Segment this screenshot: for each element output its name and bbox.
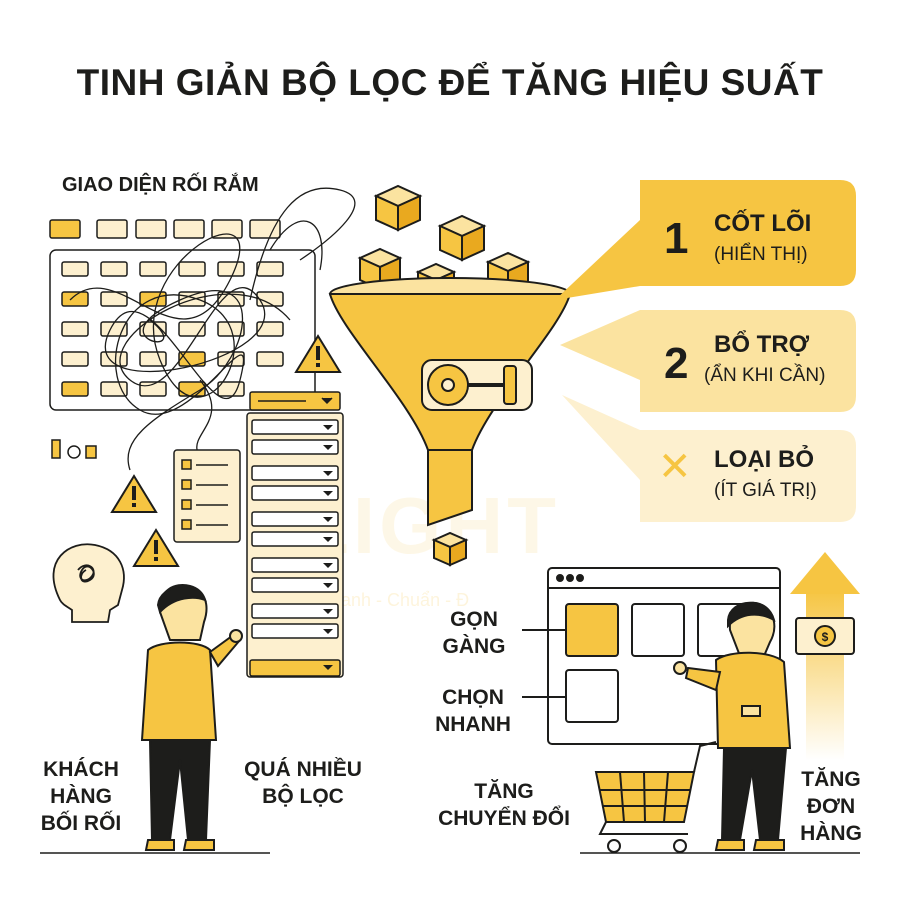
tidy-label: GỌN GÀNG [442, 608, 506, 658]
shopping-cart-icon [594, 741, 717, 853]
panel-core-number: 1 [664, 214, 689, 263]
panel-support-number: 2 [664, 339, 689, 388]
too-many-filters-label: QUÁ NHIỀU BỘ LỌC [244, 758, 362, 808]
checklist-card [173, 449, 241, 543]
dollar-sign-icon: $ [822, 630, 829, 644]
confused-customer-figure [140, 584, 243, 851]
panel-support-subtitle: (ẨN KHI CẦN) [704, 365, 826, 386]
orders-label: TĂNG ĐƠN HÀNG [800, 768, 862, 845]
happy-customer-figure [673, 601, 792, 851]
priority-panels [555, 180, 856, 522]
panel-support-title: BỔ TRỢ [714, 331, 810, 358]
panel-core: 1 CỐT LÕI (HIỂN THỊ) [650, 198, 850, 278]
panel-core-title: CỐT LÕI [714, 210, 812, 237]
panel-remove-subtitle: (ÍT GIÁ TRỊ) [714, 480, 817, 501]
money-icon [795, 617, 855, 655]
panel-core-subtitle: (HIỂN THỊ) [714, 244, 808, 265]
panel-remove: ✕ LOẠI BỎ (ÍT GIÁ TRỊ) [650, 438, 850, 518]
panel-remove-title: LOẠI BỎ [714, 446, 814, 473]
quick-pick-label: CHỌN NHANH [435, 686, 511, 736]
remove-x-icon: ✕ [658, 445, 692, 489]
filter-dropdown-stack [246, 391, 344, 678]
panel-support: 2 BỔ TRỢ (ẨN KHI CẦN) [650, 325, 850, 405]
messy-ui-grid [49, 187, 356, 471]
funnel [328, 184, 572, 567]
conversion-label: TĂNG CHUYỂN ĐỔI [438, 780, 570, 830]
up-arrow-icon [790, 552, 860, 760]
watermark-tagline: Nhanh - Chuẩn - Đ [318, 590, 470, 610]
messy-ui-label: GIAO DIỆN RỐI RẮM [62, 174, 259, 196]
confused-customer-label: KHÁCH HÀNG BỐI RỐI [40, 758, 122, 835]
confused-head-icon [52, 543, 125, 623]
page-title: TINH GIẢN BỘ LỌC ĐỂ TĂNG HIỆU SUẤT [76, 62, 824, 103]
